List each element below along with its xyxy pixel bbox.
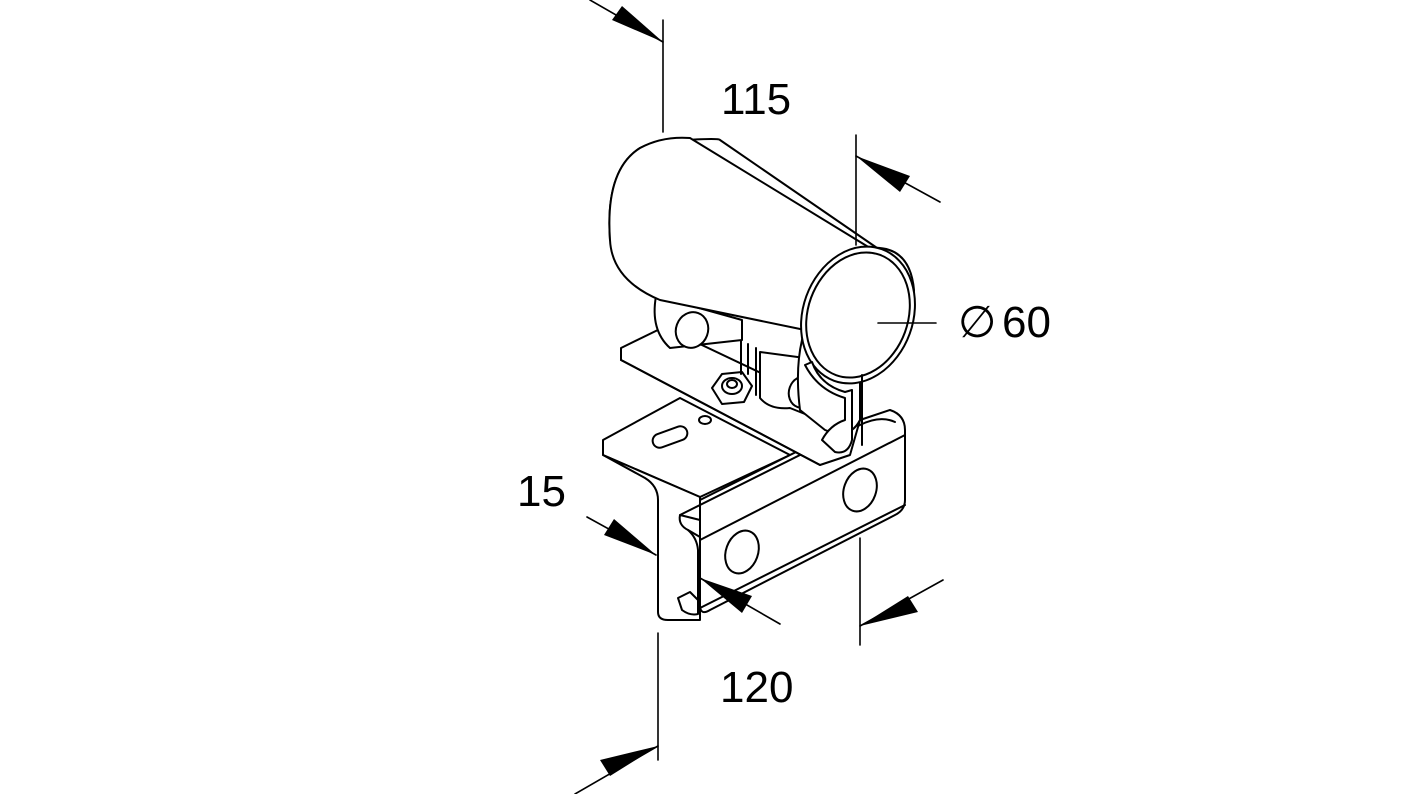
channel-lip — [678, 514, 701, 538]
clamp-strap-tail — [804, 361, 853, 454]
diameter-symbol: ∅ — [958, 298, 996, 347]
base-top-flange — [602, 397, 791, 498]
clamp-plate — [620, 326, 861, 466]
base-bracket — [602, 397, 906, 621]
arrow-120-left — [600, 746, 658, 776]
dimension-115-label: 115 — [721, 75, 791, 124]
arrow-115-left — [612, 6, 663, 42]
dimension-15-label: 15 — [517, 467, 566, 516]
arrow-115-right — [856, 156, 910, 192]
channel-hole-left — [724, 529, 760, 575]
base-vertical-plate — [602, 454, 701, 621]
channel-hole-right — [842, 467, 878, 513]
small-hole — [698, 415, 712, 425]
nut-icon — [711, 371, 753, 405]
arrow-120-right — [860, 596, 918, 626]
channel-top-edge — [679, 418, 896, 516]
dimension-120-label: 120 — [720, 663, 793, 712]
arrow-15-inner — [700, 578, 752, 613]
slot-hole — [651, 425, 689, 449]
channel-bottom-lip — [677, 591, 699, 616]
tube-opening-inner — [805, 251, 911, 379]
arrow-15-outer — [604, 519, 656, 555]
tube-opening-outer — [800, 245, 916, 385]
tube-clamp — [608, 136, 916, 454]
dimension-60-label: 60 — [1002, 298, 1051, 347]
dimension-lines — [574, 0, 944, 794]
